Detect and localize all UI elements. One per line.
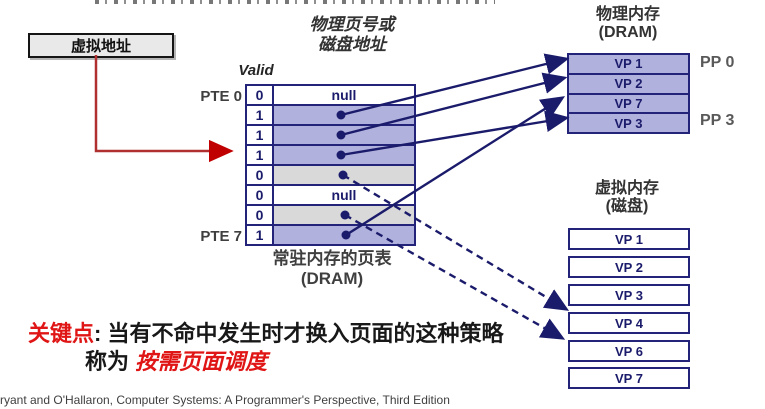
pp3-label: PP 3 <box>700 112 735 129</box>
page-table-row: 1 <box>247 126 414 146</box>
page-table-row: 0 <box>247 206 414 226</box>
physical-page-row: VP 2 <box>569 74 688 95</box>
pte0-label: PTE 0 <box>200 88 242 105</box>
disk-page-row: VP 2 <box>568 256 690 278</box>
valid-bit-cell: 1 <box>247 126 274 144</box>
pte-content-cell <box>274 166 414 184</box>
key-point-line2: 称为 按需页面调度 <box>85 349 268 374</box>
valid-bit-cell: 0 <box>247 206 274 224</box>
disk-page-row: VP 6 <box>568 340 690 362</box>
page-table-row: 1 <box>247 226 414 244</box>
physical-page-or-disk-address-label: 物理页号或 磁盘地址 <box>309 15 395 54</box>
physical-page-row: VP 1 <box>569 55 688 75</box>
demand-paging-term: 按需页面调度 <box>135 349 268 374</box>
valid-column-header: Valid <box>238 62 274 79</box>
physical-page-row: VP 3 <box>569 114 688 132</box>
virtual-address-label: 虚拟地址 <box>70 38 131 55</box>
citation-text: ryant and O'Hallaron, Computer Systems: … <box>0 393 450 407</box>
clipped-title-strip <box>95 0 495 4</box>
page-table-row: 0 <box>247 166 414 186</box>
pte-content-cell <box>274 226 414 244</box>
physical-memory-title: 物理内存 (DRAM) <box>595 6 660 42</box>
pte-content-cell: null <box>274 186 414 204</box>
pp0-label: PP 0 <box>700 54 735 71</box>
disk-page-row: VP 7 <box>568 367 690 389</box>
key-point-line1: 关键点: 当有不命中发生时才换入页面的这种策略 <box>28 321 504 346</box>
page-table-row: 1 <box>247 146 414 166</box>
pte-content-cell: null <box>274 86 414 104</box>
valid-bit-cell: 0 <box>247 166 274 184</box>
disk-page-row: VP 1 <box>568 228 690 250</box>
disk-page-row: VP 3 <box>568 284 690 306</box>
valid-bit-cell: 0 <box>247 86 274 104</box>
key-point-label: 关键点 <box>28 321 95 346</box>
valid-bit-cell: 1 <box>247 106 274 124</box>
virtual-address-box: 虚拟地址 <box>28 33 174 58</box>
key-point-text: 关键点: 当有不命中发生时才换入页面的这种策略 称为 按需页面调度 <box>28 320 503 376</box>
disk-page-row: VP 4 <box>568 312 690 334</box>
pte7-label: PTE 7 <box>200 228 242 245</box>
pte-content-cell <box>274 106 414 124</box>
valid-bit-cell: 1 <box>247 226 274 244</box>
pte-content-cell <box>274 146 414 164</box>
pte-content-cell <box>274 206 414 224</box>
valid-bit-cell: 1 <box>247 146 274 164</box>
physical-page-row: VP 7 <box>569 94 688 115</box>
page-table-row: 1 <box>247 106 414 126</box>
pte-content-cell <box>274 126 414 144</box>
valid-bit-cell: 0 <box>247 186 274 204</box>
virtual-memory-title: 虚拟内存 (磁盘) <box>594 180 659 216</box>
page-table-caption: 常驻内存的页表 (DRAM) <box>272 249 392 288</box>
